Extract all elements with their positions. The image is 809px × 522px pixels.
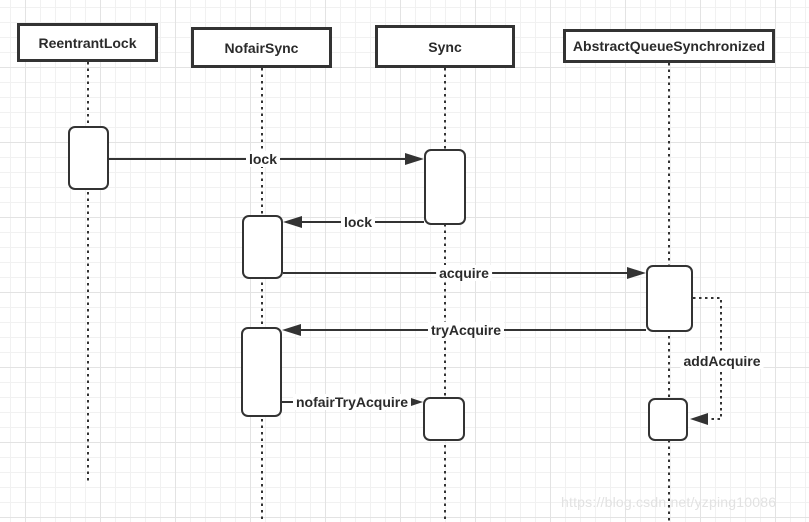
participant-label: AbstractQueueSynchronized [572, 38, 766, 54]
message-arrow-addacquire-self [690, 297, 722, 425]
message-label-nofairtryacquire: nofairTryAcquire [292, 394, 412, 410]
participant-label: NofairSync [224, 39, 299, 56]
participant-box-reentrantlock: ReentrantLock [17, 23, 158, 62]
arrowhead-left [282, 324, 301, 336]
participant-label: Sync [428, 38, 462, 55]
arrowhead-left [283, 216, 302, 228]
arrowhead-right [405, 153, 424, 165]
activation-abstractqueuesynchronized-1 [646, 265, 693, 332]
activation-nofairsync-1 [242, 215, 283, 279]
arrowhead-right [627, 267, 646, 279]
activation-abstractqueuesynchronized-2 [648, 398, 688, 441]
message-label-lock-2: lock [340, 214, 376, 230]
message-label-addacquire: addAcquire [680, 353, 764, 369]
message-label-acquire: acquire [436, 265, 492, 281]
participant-label: ReentrantLock [38, 34, 137, 51]
participant-box-sync: Sync [375, 25, 515, 68]
message-label-lock-1: lock [245, 151, 281, 167]
csdn-watermark: https://blog.csdn.net/yzping10086 [561, 494, 777, 510]
arrowhead-left [690, 413, 708, 425]
participant-box-nofairsync: NofairSync [191, 27, 332, 68]
participant-box-abstractqueuesynchronized: AbstractQueueSynchronized [563, 29, 775, 63]
activation-nofairsync-2 [241, 327, 282, 417]
activation-reentrantlock-1 [68, 126, 109, 190]
activation-sync-1 [424, 149, 466, 225]
activation-sync-2 [423, 397, 465, 441]
message-label-tryacquire: tryAcquire [427, 322, 505, 338]
